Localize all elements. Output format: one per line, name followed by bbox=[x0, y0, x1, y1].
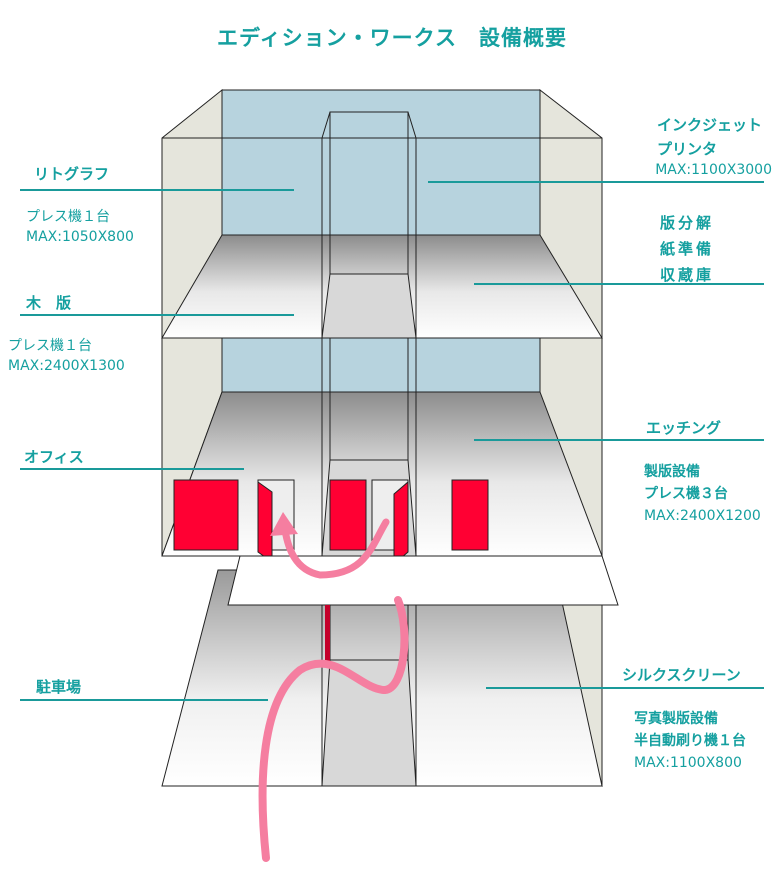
label-silkscreen: シルクスクリーン bbox=[622, 666, 741, 684]
inkjet-name-1: インクジェット bbox=[656, 116, 762, 134]
back-wall-upper bbox=[221, 89, 541, 236]
lithograph-details: プレス機１台 MAX:1050X800 bbox=[26, 207, 134, 247]
silkscreen-line-2: 半自動刷り機１台 bbox=[634, 733, 746, 749]
inkjet-line-1: MAX:1100X3000 bbox=[655, 162, 772, 178]
door-open-4 bbox=[393, 480, 409, 566]
door-ground-shaft bbox=[325, 605, 330, 663]
door-open-2 bbox=[257, 481, 273, 563]
door-office-1 bbox=[173, 479, 239, 551]
path-arrow-middle bbox=[281, 518, 390, 579]
etching-line-1: 製版設備 bbox=[644, 464, 700, 480]
page-title: エディション・ワークス 設備概要 bbox=[217, 26, 567, 50]
inkjet-details: MAX:1100X3000 bbox=[655, 160, 772, 180]
woodcut-details: プレス機１台 MAX:2400X1300 bbox=[8, 336, 125, 376]
lithograph-line-1: プレス機１台 bbox=[26, 209, 110, 225]
storage-line-3: 収蔵庫 bbox=[659, 266, 714, 284]
door-shaft bbox=[329, 479, 367, 551]
inkjet-name-2: プリンタ bbox=[656, 140, 717, 158]
ceiling-slab bbox=[227, 555, 619, 606]
path-arrow-ground bbox=[258, 596, 409, 862]
silkscreen-line-3: MAX:1100X800 bbox=[634, 755, 742, 771]
storage-line-1: 版分解 bbox=[659, 214, 714, 232]
silkscreen-details: 写真製版設備 半自動刷り機１台 MAX:1100X800 bbox=[634, 708, 746, 774]
etching-line-2: プレス機３台 bbox=[644, 486, 728, 502]
woodcut-line-2: MAX:2400X1300 bbox=[8, 358, 125, 374]
etching-details: 製版設備 プレス機３台 MAX:2400X1200 bbox=[644, 461, 761, 527]
back-wall-middle bbox=[221, 337, 541, 394]
woodcut-line-1: プレス機１台 bbox=[8, 338, 92, 354]
silkscreen-line-1: 写真製版設備 bbox=[634, 711, 718, 727]
label-woodcut: 木 版 bbox=[26, 294, 72, 312]
storage-line-2: 紙準備 bbox=[659, 240, 714, 258]
label-parking: 駐車場 bbox=[36, 678, 82, 696]
label-lithograph: リトグラフ bbox=[34, 165, 110, 183]
arrowhead-icon bbox=[270, 512, 298, 536]
label-etching: エッチング bbox=[646, 419, 722, 437]
label-inkjet: インクジェット プリンタ bbox=[657, 113, 762, 161]
door-etching bbox=[451, 479, 489, 551]
etching-line-3: MAX:2400X1200 bbox=[644, 508, 761, 524]
label-office: オフィス bbox=[24, 448, 84, 466]
lithograph-line-2: MAX:1050X800 bbox=[26, 229, 134, 245]
label-storage: 版分解 紙準備 収蔵庫 bbox=[632, 210, 742, 288]
